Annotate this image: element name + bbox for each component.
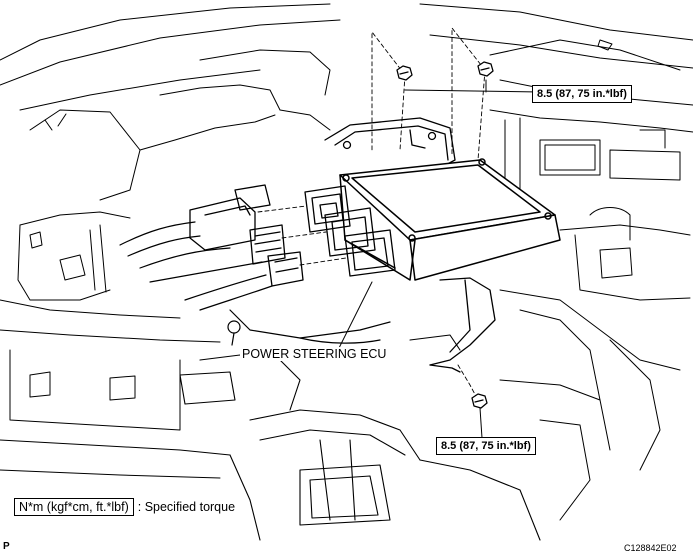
- torque-leader-upper: [404, 79, 541, 93]
- body-structure-left: [0, 211, 231, 479]
- torque-legend: N*m (kgf*cm, ft.*lbf) : Specified torque: [14, 498, 235, 516]
- body-structure-top: [0, 3, 693, 211]
- bolt-lower: [471, 393, 488, 409]
- corner-mark: P: [3, 541, 10, 552]
- torque-leader-lower: [479, 407, 483, 439]
- power-steering-ecu: [339, 158, 561, 281]
- bolt-upper-right: [477, 61, 494, 77]
- ecu-leader-line: [337, 281, 373, 351]
- torque-label-upper: 8.5 (87, 75 in.*lbf): [532, 85, 632, 103]
- body-structure-right: [499, 207, 691, 521]
- legend-description: : Specified torque: [137, 500, 236, 514]
- legend-unit-box: N*m (kgf*cm, ft.*lbf): [14, 498, 134, 516]
- ecu-label: POWER STEERING ECU: [240, 347, 389, 361]
- connection-guides: [257, 27, 486, 401]
- steering-column: [179, 334, 541, 541]
- wire-harness: [119, 221, 391, 346]
- bolt-upper-left: [396, 65, 413, 81]
- figure-code: C128842E02: [624, 543, 677, 553]
- connectors: [189, 184, 396, 287]
- torque-label-lower: 8.5 (87, 75 in.*lbf): [436, 437, 536, 455]
